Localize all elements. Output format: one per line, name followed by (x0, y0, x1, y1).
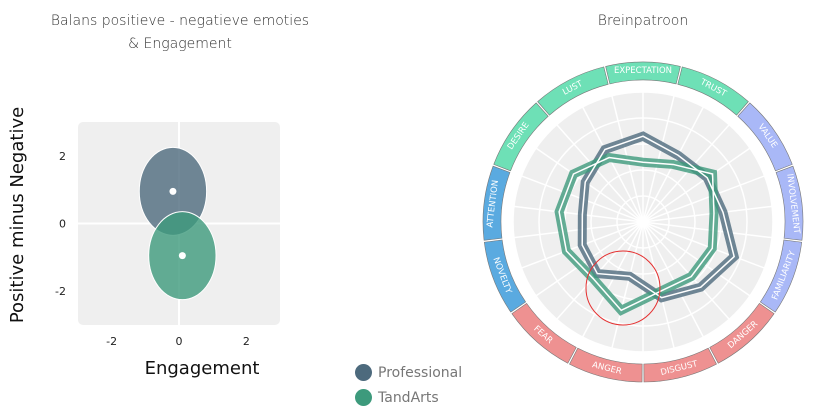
axis-segment-value (737, 102, 793, 172)
axis-segment-fear (511, 302, 577, 364)
grid-spoke (642, 221, 705, 338)
grid-spoke (642, 221, 765, 269)
point-professional (169, 187, 177, 195)
grid-spoke (556, 124, 644, 223)
x-tick-label: -2 (106, 335, 117, 348)
legend-label-professional: Professional (378, 364, 463, 381)
axis-segment-novelty (483, 239, 527, 313)
grid-spoke (642, 205, 773, 223)
scatter-title: Balans positieve - negatieve emoties & E… (0, 10, 360, 56)
legend-label-tandarts: TandArts (378, 389, 439, 406)
axis-segment-desire (493, 102, 549, 172)
radar-title: Breinpatroon (597, 13, 689, 29)
grid-spoke (581, 221, 644, 338)
grid-spoke (642, 147, 751, 223)
axis-segment-trust (677, 66, 749, 116)
grid-spoke (642, 175, 765, 223)
grid-spoke (642, 221, 730, 320)
legend-marker-professional (355, 364, 372, 381)
axis-segment-attention (482, 165, 511, 241)
point-tandarts (178, 252, 186, 260)
y-tick-label: -2 (55, 285, 66, 298)
axis-segment-familiarity (759, 239, 803, 313)
x-axis-label: Engagement (145, 358, 260, 379)
y-tick-label: 2 (59, 150, 66, 163)
grid-spoke (642, 221, 751, 297)
grid-spoke (642, 124, 730, 223)
x-tick-label: 2 (243, 335, 250, 348)
grid-spoke (642, 221, 675, 349)
radar-chart: EXPECTATIONTRUSTVALUEINVOLVEMENTFAMILIAR… (482, 61, 804, 383)
x-tick-label: 0 (176, 335, 183, 348)
axis-segment-lust (537, 66, 609, 116)
grid-spoke (535, 147, 644, 223)
axis-segment-disgust (643, 347, 717, 383)
scatter-title-line-2: & Engagement (128, 36, 232, 52)
radar-series-inner-line (558, 156, 715, 312)
axis-segment-involvement (775, 165, 804, 241)
y-axis-label: Positive minus Negative (7, 107, 28, 323)
legend-item-professional[interactable]: Professional (355, 364, 462, 381)
radar-series-inner-line (581, 135, 736, 299)
grid-spoke (642, 221, 773, 239)
axis-segment-danger (709, 302, 775, 364)
scatter-title-line-1: Balans positieve - negatieve emoties (50, 13, 310, 29)
legend-marker-tandarts (355, 389, 372, 406)
grid-spoke (611, 221, 644, 349)
highlight-circle (585, 250, 661, 326)
legend-item-tandarts[interactable]: TandArts (355, 389, 439, 406)
grid-spoke (581, 106, 644, 223)
axis-label-expectation: EXPECTATION (614, 66, 672, 76)
axis-segment-expectation (605, 61, 681, 85)
y-tick-label: 0 (59, 218, 66, 231)
axis-segment-anger (569, 347, 643, 383)
